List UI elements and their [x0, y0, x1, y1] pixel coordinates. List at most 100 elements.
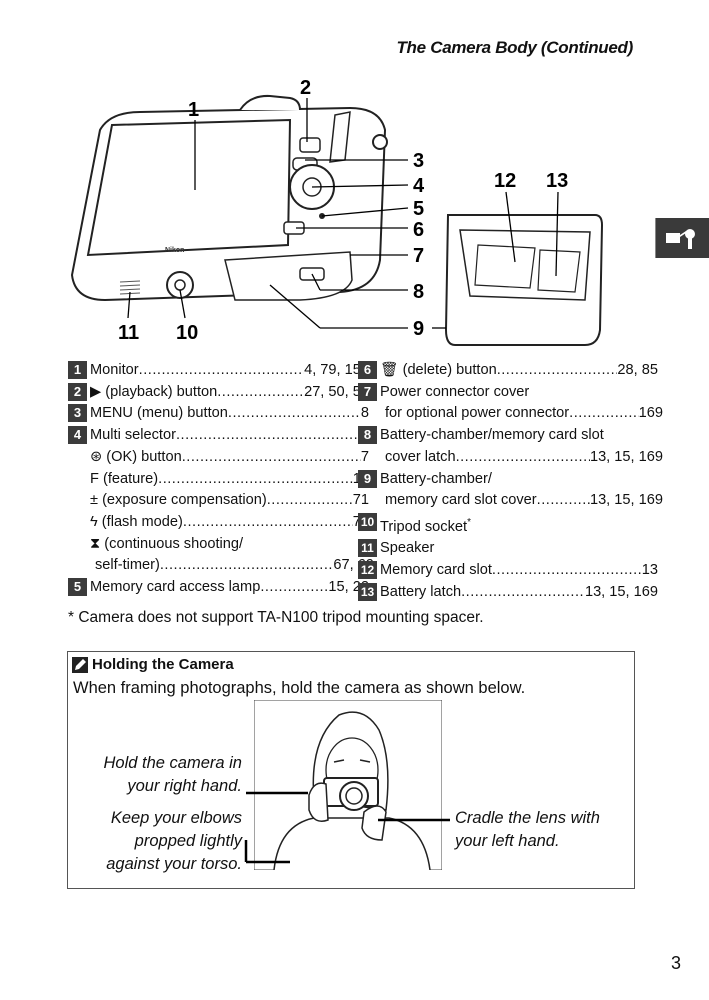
legend-label: Memory card access lamp — [90, 579, 261, 596]
box-callout-lines — [244, 791, 450, 864]
legend-item: 2▶ (playback) button 27, 50, 56 — [68, 382, 369, 404]
legend-label: memory card slot cover — [385, 492, 537, 509]
pencil-icon — [72, 656, 88, 673]
legend-number: 10 — [358, 512, 377, 531]
legend-label: Battery latch — [380, 583, 462, 600]
legend-item: memory card slot cover13, 15, 169 — [358, 490, 663, 512]
legend-pages: 28, 85 — [617, 362, 658, 378]
camera-mode-icon — [666, 229, 695, 249]
callout-9: 9 — [413, 318, 424, 340]
legend-label: Battery-chamber/ — [380, 470, 492, 487]
legend-label: (flash mode) — [97, 513, 183, 530]
legend-number — [358, 491, 377, 509]
legend-number — [68, 491, 87, 509]
legend-pages: 27, 50, 56 — [304, 383, 369, 400]
legend-item: self-timer)67, 69 — [68, 555, 374, 577]
legend-number: 1 — [68, 361, 87, 379]
legend-glyph-icon: ▶ — [90, 383, 102, 400]
page-number: 3 — [670, 953, 681, 973]
legend-footnote-marker: * — [467, 516, 471, 528]
legend-number: 3 — [68, 404, 87, 423]
legend-number: 2 — [68, 382, 87, 401]
callout-5: 5 — [413, 198, 424, 220]
legend-pages: 169 — [638, 405, 663, 422]
legend-label: Power connector cover — [380, 383, 530, 400]
legend-item: 6🗑 (delete) button28, 85 — [358, 360, 658, 382]
callout-1: 1 — [188, 99, 199, 121]
legend-label: (feature) — [98, 470, 159, 487]
legend-pages: 71 — [352, 492, 369, 509]
tip-right-hand: Hold the camera in your right hand. — [103, 754, 243, 795]
legend-label: Tripod socket — [380, 518, 468, 535]
battery-chamber-inset — [444, 214, 604, 346]
callout-10: 10 — [176, 322, 198, 344]
tip-elbows: Keep your elbows propped lightly against… — [106, 809, 242, 873]
legend-label: Memory card slot — [380, 562, 492, 579]
section-tab — [655, 218, 709, 258]
holding-camera-photo — [254, 700, 442, 870]
legend-item: ϟ (flash mode)73 — [68, 512, 369, 534]
legend-glyph-icon: ⧗ — [90, 535, 101, 552]
legend-number — [358, 404, 377, 422]
callout-2: 2 — [300, 77, 311, 99]
legend-number — [68, 448, 87, 466]
legend-item: F (feature)10 — [68, 469, 369, 491]
legend-number: 9 — [358, 469, 377, 488]
legend-label: (exposure compensation) — [98, 492, 267, 509]
legend-item: for optional power connector169 — [358, 403, 663, 425]
legend-label: (OK) button — [102, 448, 182, 465]
legend-label: Monitor — [90, 362, 139, 378]
callout-11: 11 — [118, 322, 139, 344]
legend-number: 11 — [358, 539, 377, 558]
legend-number: 12 — [358, 561, 377, 580]
legend-label: cover latch — [385, 448, 456, 465]
legend-label: (continuous shooting/ — [100, 535, 244, 552]
legend-number — [68, 470, 87, 488]
legend-label: (playback) button — [101, 383, 218, 400]
camera-back-illustration: Nikon — [70, 94, 388, 302]
legend-pages: 7 — [360, 448, 369, 465]
legend-number: 8 — [358, 426, 377, 445]
camera-body-diagram: Nikon 1 2 3 4 5 6 7 8 9 10 11 12 13 — [70, 77, 604, 346]
callout-12: 12 — [494, 170, 516, 192]
page-header: The Camera Body (Continued) — [396, 38, 633, 57]
legend-item: 1Monitor4, 79, 159 — [68, 360, 369, 382]
footnote: * Camera does not support TA-N100 tripod… — [68, 609, 484, 626]
legend-item: cover latch 13, 15, 169 — [358, 447, 663, 469]
legend-number: 5 — [68, 578, 87, 597]
legend-number — [68, 535, 87, 553]
legend-number — [68, 556, 87, 574]
legend-pages: 8 — [360, 405, 369, 422]
legend-pages: 13, 15, 169 — [589, 448, 663, 465]
legend-item: ⧗ (continuous shooting/ — [68, 534, 347, 556]
callout-6: 6 — [413, 219, 424, 241]
legend-label: (delete) button — [398, 362, 497, 378]
svg-text:Nikon: Nikon — [165, 247, 184, 254]
legend-label: Speaker — [380, 540, 435, 557]
box-title: Holding the Camera — [72, 656, 234, 673]
legend-label: Multi selector — [90, 427, 176, 444]
legend-pages: 13, 15, 169 — [584, 583, 658, 600]
legend-label: MENU (menu) button — [90, 405, 228, 422]
legend-glyph-icon: ϟ — [90, 513, 98, 530]
legend-glyph-icon: ± — [90, 492, 99, 509]
legend-number: 6 — [358, 361, 377, 379]
holding-camera-box: Holding the Camera When framing photogra… — [67, 651, 635, 889]
legend-item: ± (exposure compensation) 71 — [68, 490, 369, 512]
legend-glyph-icon: ⊛ — [90, 448, 103, 465]
tip-lens: Cradle the lens with your left hand. — [455, 809, 600, 850]
legend-pages: 13 — [641, 562, 658, 579]
legend-item: ⊛ (OK) button 7 — [68, 447, 369, 469]
legend-number: 7 — [358, 382, 377, 401]
callout-4: 4 — [413, 175, 425, 197]
callout-7: 7 — [413, 245, 424, 267]
